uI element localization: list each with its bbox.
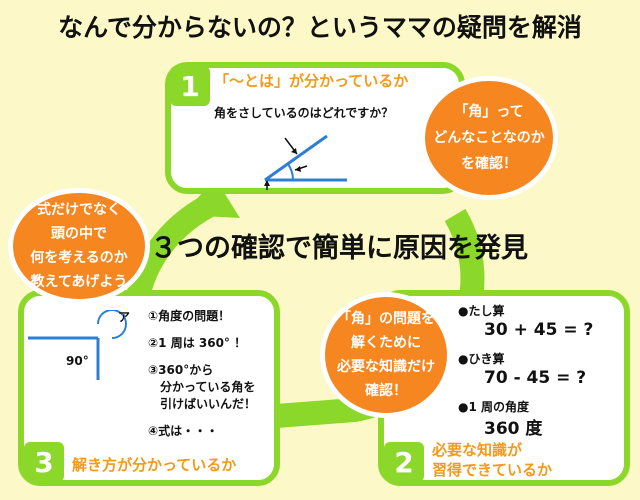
cycle-arrowhead	[183, 178, 240, 218]
step-line: ②1 周は 360° ！	[148, 336, 247, 350]
step1-number-badge: 1	[170, 66, 210, 106]
bubble-line: 解くために	[351, 335, 421, 351]
bubble-line: 教えてあげよう	[30, 274, 128, 290]
step-line: ①角度の問題！	[148, 309, 231, 323]
knowledge-item-label: ●たし算	[458, 304, 505, 318]
bubble-line: を確認！	[461, 156, 517, 172]
step-line: 分かっている角を	[148, 380, 256, 394]
step2-bubble: 「角」の問題を 解くために 必要な知識だけ 確認！	[320, 292, 452, 418]
step-line: 引けばいいんだ！	[148, 397, 257, 411]
bubble-line: 式だけでなく	[37, 202, 121, 218]
knowledge-item-label: ●1 周の角度	[458, 400, 529, 414]
bubble-line: 頭の中で	[51, 226, 107, 242]
step1-title: 「〜とは」が分かっているか	[214, 72, 409, 90]
knowledge-item-value: 70 - 45 = ?	[484, 368, 587, 388]
step2-title: 必要な知識が 習得できているか	[432, 440, 552, 480]
page-title: なんで分からないの？というママの疑問を解消	[58, 13, 582, 42]
bubble-line: どんなことなのか	[433, 130, 545, 146]
bubble-line: 必要な知識だけ	[337, 359, 435, 375]
step2-number-badge: 2	[384, 442, 424, 482]
step-line: ③360°から	[148, 363, 214, 377]
step-line: ④式は・・・	[148, 424, 219, 438]
solution-steps: ①角度の問題！ ②1 周は 360° ！ ③360°から 分かっている角を 引け…	[148, 308, 256, 440]
angle-diagram-1	[264, 134, 347, 190]
knowledge-item-value: 30 + 45 = ?	[484, 320, 594, 340]
step3-bubble: 式だけでなく 頭の中で 何を考えるのか 教えてあげよう	[8, 188, 150, 304]
bubble-line: 何を考えるのか	[30, 250, 128, 266]
knowledge-item-label: ●ひき算	[458, 352, 505, 366]
step3-title: 解き方が分かっているか	[72, 456, 237, 474]
step3-number-badge: 3	[24, 442, 64, 482]
angle-90-label: 90°	[66, 354, 89, 368]
center-caption: ３つの確認で簡単に原因を発見	[150, 233, 528, 264]
bubble-line: 「角」って	[454, 104, 524, 120]
bubble-line: 確認！	[365, 383, 407, 399]
bubble-line: 「角」の問題を	[337, 311, 435, 327]
angle-diagram-3	[28, 310, 127, 380]
step1-question: 角をさしているのはどれですか？	[214, 106, 394, 120]
step1-box	[165, 62, 465, 194]
step1-bubble: 「角」って どんなことなのか を確認！	[420, 76, 558, 200]
knowledge-item-value: 360 度	[484, 419, 543, 439]
angle-mark-label: ア	[118, 310, 131, 324]
step2-title-line: 習得できているか	[432, 461, 553, 479]
step2-title-line: 必要な知識が	[432, 441, 523, 459]
